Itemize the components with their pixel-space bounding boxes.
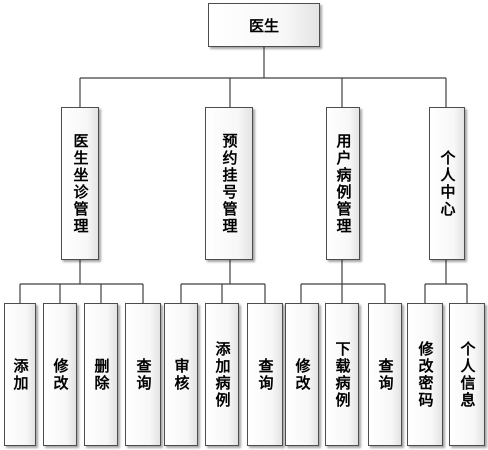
leaf-node: 查询 [125,303,161,446]
leaf-label: 查询 [376,357,395,392]
leaf-label: 个人信息 [458,340,477,409]
root-node: 医生 [208,3,320,47]
leaf-node: 查询 [368,303,402,446]
module-label: 预约挂号管理 [220,132,239,235]
leaf-label: 删除 [92,357,111,392]
module-node-doctor-clinic: 医生坐诊管理 [61,107,99,260]
module-label: 个人中心 [438,149,457,218]
leaf-label: 添加病例 [213,340,232,409]
leaf-node: 添加 [4,303,36,446]
leaf-label: 下载病例 [333,340,352,409]
leaf-label: 查询 [256,357,275,392]
module-node-personal-center: 个人中心 [429,107,465,260]
leaf-node: 添加病例 [205,303,239,446]
leaf-node: 修改密码 [407,303,443,446]
leaf-node: 修改 [43,303,77,446]
leaf-label: 修改 [293,357,312,392]
leaf-label: 添加 [11,357,30,392]
module-node-appointment: 预约挂号管理 [205,107,253,260]
leaf-node: 删除 [84,303,118,446]
leaf-node: 下载病例 [325,303,359,446]
leaf-label: 修改 [51,357,70,392]
leaf-node: 审核 [164,303,198,446]
module-label: 医生坐诊管理 [71,132,90,235]
leaf-label: 审核 [172,357,191,392]
leaf-label: 修改密码 [416,340,435,409]
root-label: 医生 [248,16,279,35]
leaf-node: 个人信息 [449,303,485,446]
module-node-patient-records: 用户病例管理 [326,107,360,260]
leaf-node: 查询 [247,303,283,446]
module-label: 用户病例管理 [334,132,353,235]
leaf-label: 查询 [134,357,153,392]
leaf-node: 修改 [285,303,319,446]
